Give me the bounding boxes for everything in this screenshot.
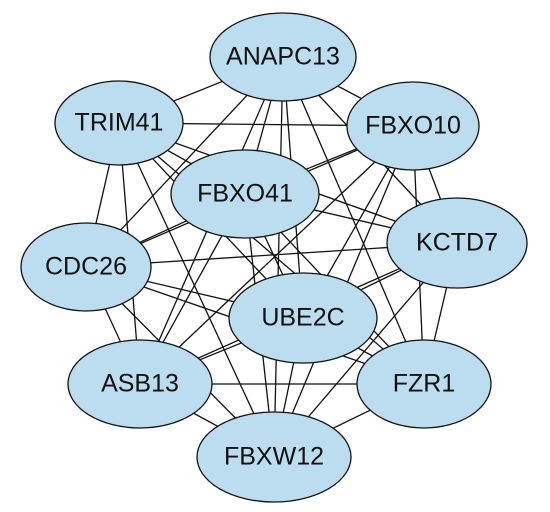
node-ellipse-anapc13 <box>209 12 357 102</box>
node-ellipse-fbxw12 <box>196 411 352 503</box>
edge-anapc13-fbxw12 <box>273 56 284 458</box>
node-label-ube2c: UBE2C <box>261 304 344 332</box>
node-ube2c: UBE2C <box>228 272 378 364</box>
node-label-asb13: ASB13 <box>101 370 179 398</box>
node-fbxw12: FBXW12 <box>196 411 352 503</box>
node-fbxo41: FBXO41 <box>170 149 320 239</box>
node-ellipse-kctd7 <box>386 197 528 289</box>
node-label-fbxo41: FBXO41 <box>197 180 293 208</box>
node-fzr1: FZR1 <box>356 339 492 429</box>
node-ellipse-ube2c <box>228 272 378 364</box>
node-label-fbxo10: FBXO10 <box>365 112 461 140</box>
node-ellipse-cdc26 <box>20 222 152 312</box>
node-trim41: TRIM41 <box>54 80 184 166</box>
node-anapc13: ANAPC13 <box>209 12 357 102</box>
node-ellipse-fbxo41 <box>170 149 320 239</box>
edge-anapc13-fzr1 <box>282 56 425 385</box>
node-label-kctd7: KCTD7 <box>416 229 498 257</box>
node-cdc26: CDC26 <box>20 222 152 312</box>
node-ellipse-fzr1 <box>356 339 492 429</box>
node-label-trim41: TRIM41 <box>75 109 164 137</box>
node-label-anapc13: ANAPC13 <box>226 43 340 71</box>
node-kctd7: KCTD7 <box>386 197 528 289</box>
node-ellipse-trim41 <box>54 80 184 166</box>
node-label-cdc26: CDC26 <box>45 253 127 281</box>
node-ellipse-fbxo10 <box>346 81 480 171</box>
node-label-fzr1: FZR1 <box>393 370 456 398</box>
node-label-fbxw12: FBXW12 <box>224 443 324 471</box>
edge-trim41-fbxw12 <box>118 122 275 458</box>
node-ellipse-asb13 <box>67 339 213 429</box>
node-asb13: ASB13 <box>67 339 213 429</box>
node-fbxo10: FBXO10 <box>346 81 480 171</box>
